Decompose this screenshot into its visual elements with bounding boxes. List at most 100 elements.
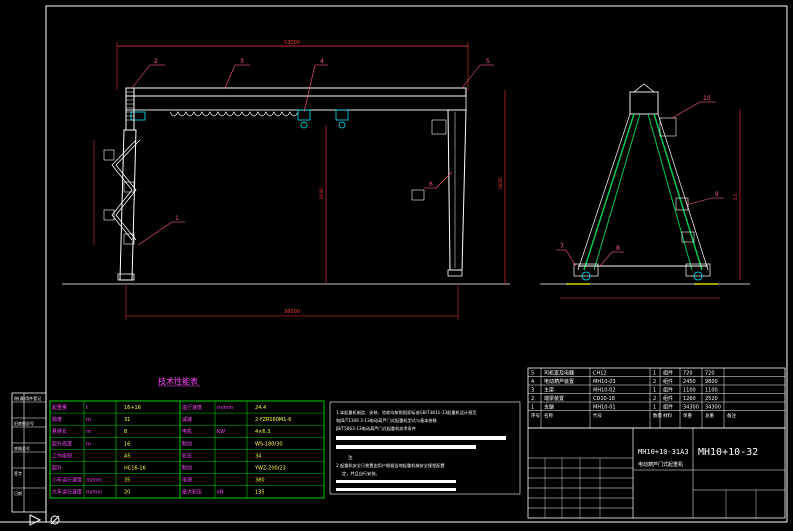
parts-cell: 2450 [683, 379, 696, 385]
spec-value: 135 [255, 490, 265, 496]
parts-cell: 组件 [663, 387, 673, 394]
lift-dimension-text: 16000 [319, 187, 324, 200]
spec-value: 20 [124, 490, 130, 496]
parts-header-cell: 材料 [663, 412, 672, 419]
note-line: JB/T5663-13电动葫芦门式起重机技术条件 [335, 425, 416, 432]
spec-label: 减速 [182, 416, 192, 423]
spec-unit: m/min [86, 478, 102, 484]
note-line: 和JB/T1306 3-13电动葫芦门式起重机型式与基本参数 [336, 417, 438, 424]
parts-cell: 3 [531, 388, 534, 394]
total-height-text: 18000 [498, 177, 503, 190]
parts-cell: 2 [531, 396, 534, 402]
festoon-cable [169, 111, 299, 117]
parts-cell: 主梁 [544, 387, 554, 394]
tech-table-title: 技术性能表 [158, 376, 198, 386]
spec-label: 起升高度 [52, 440, 72, 447]
parts-cell: 1100 [705, 388, 718, 394]
callout-label: 1 [175, 215, 179, 222]
spec-label: 电源 [182, 477, 192, 484]
parts-header-cell: 备注 [727, 412, 736, 419]
parts-header-cell: 名称 [544, 412, 553, 419]
spec-value: A5 [124, 453, 131, 459]
parts-cell: 司机室及电器 [544, 370, 574, 377]
arrow-marker-icon [29, 514, 42, 526]
side-leg-left [583, 113, 635, 271]
note-line: 2.起重机安全只装置由用户根据当地起重机械安全规程配置 [336, 462, 445, 469]
parts-header-cell: 单重 [683, 412, 692, 419]
spec-label: 轮压 [182, 452, 192, 459]
parts-cell: 1 [653, 371, 656, 377]
parts-cell: 组件 [663, 395, 673, 402]
parts-cell: 2 [653, 379, 656, 385]
main-elevation-view: 53000 [62, 40, 510, 320]
spec-unit: m/min [217, 405, 233, 411]
side-height-text: 5.5 [733, 193, 738, 200]
parts-cell: CH12 [593, 371, 607, 377]
callout-label: 8 [616, 245, 620, 252]
callout-label: 7 [560, 243, 564, 250]
spec-label: 大车运行速度 [52, 489, 82, 496]
spec-label: 运行速度 [182, 404, 202, 411]
drawing-code: MH10+10-32 [698, 447, 758, 458]
spec-value: 8 [124, 429, 127, 435]
parts-header-cell: 代号 [593, 412, 602, 419]
parts-cell: 720 [705, 371, 715, 377]
parts-cell: 2 [653, 396, 656, 402]
parts-cell: 组件 [663, 378, 673, 385]
side-elevation-view: 5.5 10 9 7 8 [540, 83, 750, 299]
span-dimension-text: 36000 [284, 309, 300, 315]
spec-value: 35 [124, 478, 130, 484]
spec-value: 16+16 [124, 405, 141, 411]
parts-cell: 组件 [663, 370, 673, 377]
parts-cell: 1260 [683, 396, 696, 402]
callout-label: 3 [240, 58, 244, 65]
spec-value: YWZ-200/23 [254, 466, 286, 472]
parts-header-cell: 总重 [705, 412, 714, 419]
stamp-row-label: 签字 [14, 470, 22, 476]
redacted-bar [336, 436, 506, 440]
spec-value: 380 [255, 478, 265, 484]
parts-cell: 34300 [705, 405, 721, 411]
stamp-row-label: 日期 [14, 490, 22, 496]
main-callouts: 2 3 4 5 6 1 [131, 58, 494, 246]
callout-label: 5 [486, 58, 490, 65]
parts-cell: 2520 [705, 396, 718, 402]
parts-cell: CD10-18 [593, 396, 615, 402]
callout-label: 4 [320, 58, 324, 65]
drawing-number: MH10+10-31A3 [638, 448, 689, 456]
parts-cell: 1 [531, 405, 534, 411]
parts-cell: 1 [653, 405, 656, 411]
left-stamp: 借(通)用件登记 旧底图总号 底图总号 签字 日期 [11, 392, 47, 513]
spec-unit: m [86, 441, 91, 447]
spec-label: 悬臂长 [52, 428, 67, 435]
spec-unit: KW [217, 429, 225, 435]
side-top-beam [629, 91, 659, 115]
note-line: 1.本起重机制造、安装、验收均按照国家标准GB/T3811-13起重机设计规范 [336, 409, 476, 416]
stamp-row-label: 旧底图总号 [14, 420, 34, 426]
circle-marker-icon [50, 515, 60, 525]
parts-cell: 组件 [663, 404, 673, 411]
spec-label: 电机 [182, 428, 192, 435]
hoist-trolley [130, 109, 349, 129]
spec-label: 最大轮压 [182, 489, 202, 496]
title-block: MH10+10-31A3 MH10+10-32 电动葫芦门式起重机 [527, 427, 786, 519]
redacted-bar [336, 480, 456, 483]
spec-label: 工作级别 [52, 452, 72, 459]
stamp-row-label: 借(通)用件登记 [14, 395, 41, 401]
callout-label: 2 [154, 58, 158, 65]
left-leg [93, 129, 141, 281]
wheel-icon [581, 271, 591, 281]
callout-label: 6 [429, 181, 433, 188]
spec-label: 制动 [182, 440, 192, 447]
main-girder [125, 87, 467, 97]
redacted-bar [336, 488, 456, 491]
spec-unit: m [86, 429, 91, 435]
parts-cell: 1100 [683, 388, 696, 394]
spec-label: 起升 [52, 465, 62, 472]
left-end-beam [125, 88, 135, 130]
spec-unit: m [86, 417, 91, 423]
spec-value: 2-YZR160M1-6 [255, 417, 291, 423]
